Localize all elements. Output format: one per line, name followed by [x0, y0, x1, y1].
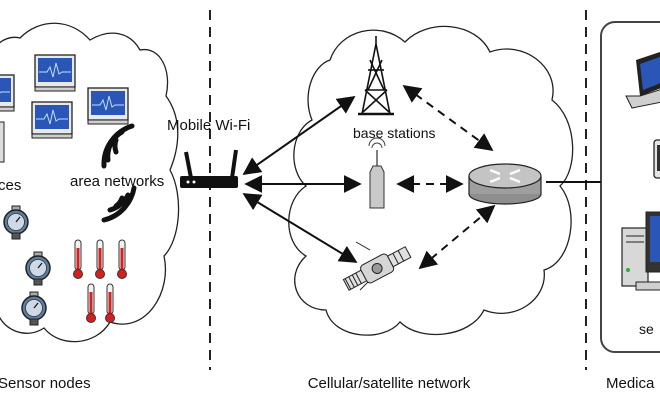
monitor-icon [87, 87, 129, 125]
monitor-icon [34, 54, 76, 92]
wifi-link-arrows [242, 95, 362, 263]
thermometer-icon [86, 283, 96, 323]
mobile-wifi-label: Mobile Wi-Fi [167, 117, 250, 134]
sensor-nodes-label: Sensor nodes [0, 375, 91, 392]
thermometer-icon [73, 239, 83, 279]
monitor-icon [31, 101, 73, 139]
desktop-computer-icon [621, 211, 660, 291]
thermometer-icon [117, 239, 127, 279]
cellular-network-label: Cellular/satellite network [308, 375, 471, 392]
thermometer-icon [105, 283, 115, 323]
area-networks-label: area networks [70, 173, 164, 190]
phone-icon [653, 139, 660, 179]
mobile-wifi-router-icon [180, 149, 238, 188]
section-divider [209, 10, 587, 370]
servers-label-fragment: se [639, 321, 654, 337]
satellite-icon [342, 241, 412, 291]
thermometer-icon [95, 239, 105, 279]
antenna-icon [368, 137, 386, 209]
monitor-icon [0, 74, 15, 112]
devices-label-fragment: ces [0, 177, 21, 194]
medical-label-fragment: Medica [606, 375, 655, 392]
cell-tower-icon [358, 36, 394, 116]
laptop-icon [625, 52, 660, 109]
wifi-signal-icon [101, 123, 137, 223]
monitor-icon [0, 121, 5, 163]
router-icon [468, 163, 542, 205]
dashed-link-arrows [396, 84, 496, 270]
base-stations-label: base stations [353, 125, 436, 141]
